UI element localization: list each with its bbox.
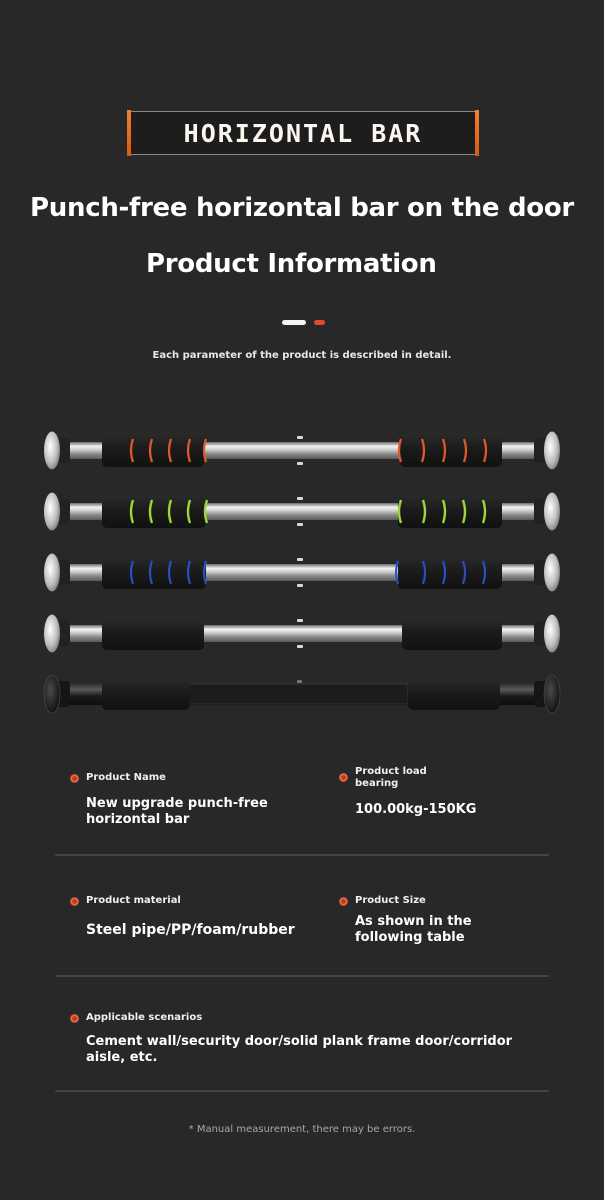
pager-dot-active (282, 320, 306, 325)
headline: Punch-free horizontal bar on the door (30, 193, 574, 223)
spec-label: Applicable scenarios (86, 1012, 203, 1023)
spec-scenarios: Applicable scenarios Cement wall/securit… (70, 1012, 512, 1066)
spec-load-bearing: Product load bearing 100.00kg-150KG (339, 766, 476, 818)
divider (55, 1090, 549, 1092)
spec-product-name: Product Name New upgrade punch-free hori… (70, 772, 268, 828)
bullet-icon (70, 897, 79, 906)
spec-value-line1: Cement wall/security door/solid plank fr… (86, 1034, 513, 1049)
spec-label: Product material (86, 895, 181, 906)
bar-black (43, 674, 561, 714)
title-banner: HORIZONTAL BAR (127, 110, 479, 156)
subtitle: Each parameter of the product is describ… (152, 350, 452, 361)
spec-value-line2: horizontal bar (86, 812, 190, 827)
bar-orange (44, 431, 560, 470)
spec-size: Product Size As shown in the following t… (339, 895, 472, 946)
spec-value-line1: As shown in the (355, 914, 472, 929)
spec-value-line2: aisle, etc. (86, 1050, 158, 1065)
banner-title: HORIZONTAL BAR (183, 118, 423, 148)
spec-label: Product Size (355, 895, 426, 906)
spec-material: Product material Steel pipe/PP/foam/rubb… (70, 895, 295, 938)
spec-value-line2: following table (355, 930, 465, 945)
spec-value: 100.00kg-150KG (355, 802, 477, 817)
spec-label: Product Name (86, 772, 166, 783)
spec-value: Steel pipe/PP/foam/rubber (86, 922, 295, 938)
spec-label-line2: bearing (355, 778, 399, 789)
bullet-icon (339, 773, 348, 782)
spec-value-line1: New upgrade punch-free (86, 796, 268, 811)
footnote: * Manual measurement, there may be error… (188, 1124, 416, 1135)
bullet-icon (70, 774, 79, 783)
section-title: Product Information (146, 249, 437, 279)
bullet-icon (339, 897, 348, 906)
bar-plain-chrome (44, 614, 560, 653)
bar-green (44, 492, 560, 531)
horizontal-bars-illustration (43, 431, 561, 714)
bullet-icon (70, 1014, 79, 1023)
pager-indicator (282, 320, 325, 325)
divider (55, 854, 549, 856)
bar-blue (44, 553, 560, 592)
divider (55, 975, 549, 977)
pager-dot-accent (314, 320, 325, 325)
spec-label-line1: Product load (355, 766, 427, 777)
product-bars-image (40, 425, 564, 729)
